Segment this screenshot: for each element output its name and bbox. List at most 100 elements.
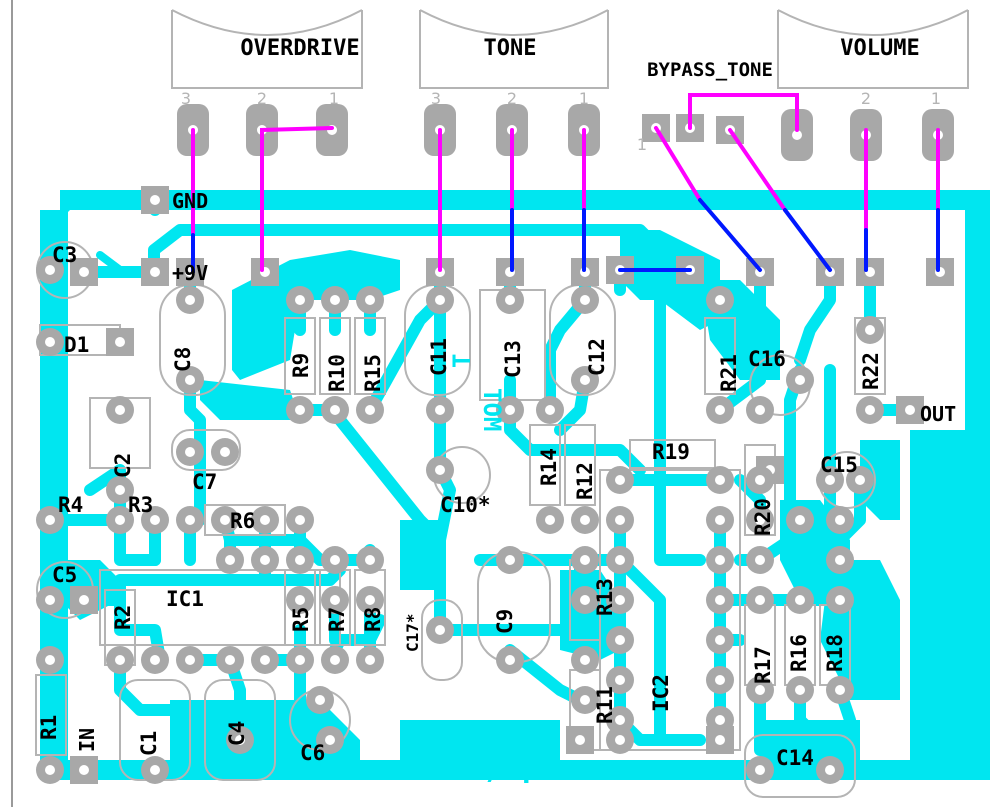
- pad-hole: [755, 595, 765, 605]
- tone-pin-1: 1: [579, 89, 589, 108]
- pad-hole: [905, 405, 915, 415]
- pad-hole: [185, 295, 195, 305]
- pad-hole: [505, 655, 515, 665]
- pad-hole: [150, 267, 160, 277]
- label-c10: C10*: [440, 493, 491, 517]
- pad-hole: [505, 405, 515, 415]
- pad-hole: [115, 485, 125, 495]
- pad-hole: [505, 555, 515, 565]
- pad-hole: [115, 515, 125, 525]
- pad-hole: [150, 765, 160, 775]
- pad-hole: [365, 405, 375, 415]
- label-r12: R12: [573, 462, 597, 500]
- label-c14: C14: [776, 746, 814, 770]
- pad-hole: [715, 555, 725, 565]
- jumper-bypass-tone: [688, 93, 799, 132]
- pad-hole: [79, 595, 89, 605]
- tone-pin-2: 2: [507, 89, 517, 108]
- label-r22: R22: [859, 352, 883, 390]
- pad-hole: [505, 295, 515, 305]
- pad-hole: [835, 555, 845, 565]
- pad-hole: [755, 475, 765, 485]
- pad-hole: [45, 655, 55, 665]
- pad-hole: [365, 555, 375, 565]
- pad-hole: [755, 765, 765, 775]
- pad-hole: [715, 515, 725, 525]
- pad-hole: [185, 655, 195, 665]
- pad-hole: [792, 130, 802, 140]
- pad-hole: [615, 515, 625, 525]
- label-r10: R10: [325, 354, 349, 392]
- pad-hole: [755, 515, 765, 525]
- label-c17: C17*: [403, 613, 422, 652]
- pad-hole: [325, 735, 335, 745]
- bypass-tone-label: BYPASS_TONE: [647, 59, 773, 81]
- label-r1: R1: [37, 715, 61, 740]
- pad-hole: [580, 595, 590, 605]
- label-r2: R2: [111, 605, 135, 630]
- pad-hole: [45, 765, 55, 775]
- in-label: IN: [75, 728, 99, 752]
- pad-hole: [715, 635, 725, 645]
- pad-hole: [615, 675, 625, 685]
- pad-hole: [220, 515, 230, 525]
- pad-hole: [295, 295, 305, 305]
- pad-hole: [185, 447, 195, 457]
- label-c15: C15: [820, 453, 858, 477]
- mirror-text-date: 08.09.07: [937, 618, 970, 753]
- label-c4: C4: [225, 721, 249, 746]
- pad-hole: [435, 295, 445, 305]
- label-c7: C7: [192, 470, 217, 494]
- pad-hole: [185, 515, 195, 525]
- pad-hole: [615, 555, 625, 565]
- volume-pin-1: 1: [931, 89, 941, 108]
- pad-hole: [835, 515, 845, 525]
- pad-hole: [435, 405, 445, 415]
- label-r17: R17: [751, 646, 775, 684]
- pad-hole: [795, 515, 805, 525]
- label-r15: R15: [361, 354, 385, 392]
- label-r6: R6: [230, 509, 255, 533]
- pad-hole: [580, 515, 590, 525]
- pad-hole: [365, 595, 375, 605]
- label-t-mark: T: [448, 354, 476, 368]
- label-r19: R19: [652, 440, 690, 464]
- pad-hole: [235, 735, 245, 745]
- pot-volume-label: VOLUME: [840, 36, 919, 61]
- pad-hole: [795, 685, 805, 695]
- pad-hole: [580, 655, 590, 665]
- pad-hole: [580, 695, 590, 705]
- pad-hole: [615, 595, 625, 605]
- pad-hole: [795, 595, 805, 605]
- label-r5: R5: [289, 607, 313, 632]
- jumper-overdrive-2: [260, 126, 334, 272]
- pad-hole: [615, 475, 625, 485]
- pad-hole: [115, 405, 125, 415]
- pad-hole: [835, 685, 845, 695]
- pad-hole: [435, 465, 445, 475]
- label-r4: R4: [58, 493, 83, 517]
- pad-hole: [755, 555, 765, 565]
- pad-hole: [115, 655, 125, 665]
- pad-hole: [150, 655, 160, 665]
- pad-hole: [715, 595, 725, 605]
- label-c11: C11: [427, 338, 451, 376]
- pad-hole: [715, 735, 725, 745]
- volume-pin-2: 2: [861, 89, 871, 108]
- pad-hole: [435, 625, 445, 635]
- label-c13: C13: [501, 340, 525, 378]
- pot-tone-label: TONE: [484, 36, 537, 61]
- pad-hole: [225, 555, 235, 565]
- pad-hole: [545, 515, 555, 525]
- pad-hole: [330, 295, 340, 305]
- pad-hole: [855, 475, 865, 485]
- pot-overdrive-outline: [171, 9, 363, 89]
- pad-hole: [575, 735, 585, 745]
- label-c9: C9: [493, 609, 517, 634]
- pads-layer: [36, 104, 954, 784]
- mirror-text-signature: dm/zp: [450, 752, 540, 787]
- out-label: OUT: [920, 402, 956, 426]
- pad-hole: [79, 267, 89, 277]
- pad-hole: [150, 195, 160, 205]
